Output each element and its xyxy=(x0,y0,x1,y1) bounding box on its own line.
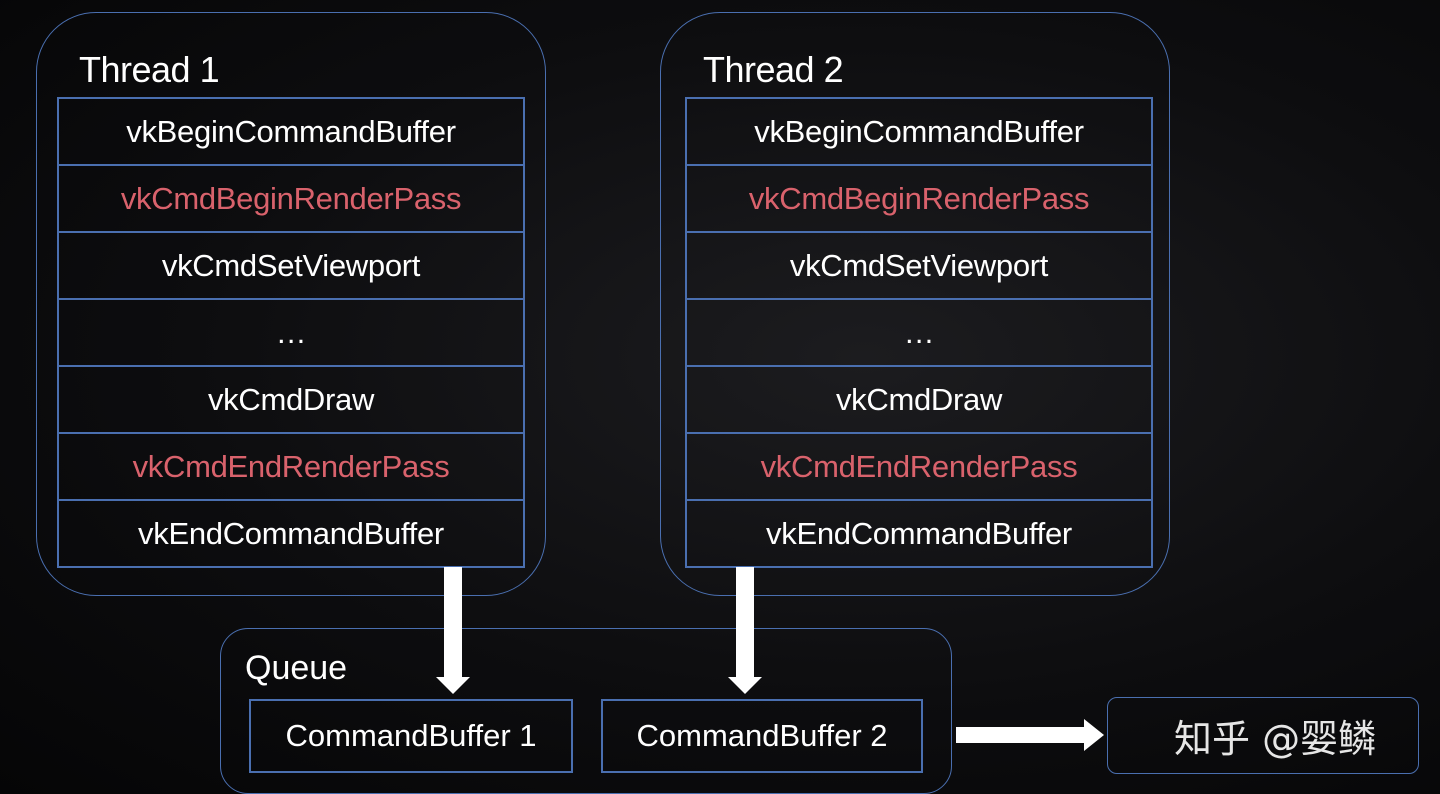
thread-2-cmd-begin-command-buffer: vkBeginCommandBuffer xyxy=(685,99,1153,166)
queue-title: Queue xyxy=(245,649,348,687)
thread-2-box: Thread 2 vkBeginCommandBuffer vkCmdBegin… xyxy=(660,12,1170,596)
gpu-target-box xyxy=(1107,697,1419,774)
arrow-queue-to-target xyxy=(956,719,1104,751)
thread-2-cmd-set-viewport: vkCmdSetViewport xyxy=(685,233,1153,300)
thread-1-command-list: vkBeginCommandBuffer vkCmdBeginRenderPas… xyxy=(57,97,525,568)
thread-1-cmd-set-viewport: vkCmdSetViewport xyxy=(57,233,525,300)
command-buffer-2: CommandBuffer 2 xyxy=(601,699,923,773)
thread-1-cmd-end-command-buffer: vkEndCommandBuffer xyxy=(57,501,525,568)
thread-1-title: Thread 1 xyxy=(79,49,220,90)
arrow-thread-1-to-queue xyxy=(436,567,470,694)
thread-1-box: Thread 1 vkBeginCommandBuffer vkCmdBegin… xyxy=(36,12,546,596)
thread-2-cmd-draw: vkCmdDraw xyxy=(685,367,1153,434)
thread-1-cmd-draw: vkCmdDraw xyxy=(57,367,525,434)
thread-2-title: Thread 2 xyxy=(703,49,844,90)
thread-1-cmd-begin-render-pass: vkCmdBeginRenderPass xyxy=(57,166,525,233)
thread-1-cmd-begin-command-buffer: vkBeginCommandBuffer xyxy=(57,99,525,166)
watermark-text: 知乎 @婴鳞 xyxy=(1174,717,1377,761)
thread-1-cmd-end-render-pass: vkCmdEndRenderPass xyxy=(57,434,525,501)
arrow-thread-2-to-queue xyxy=(728,567,762,694)
command-buffer-1: CommandBuffer 1 xyxy=(249,699,573,773)
thread-2-cmd-begin-render-pass: vkCmdBeginRenderPass xyxy=(685,166,1153,233)
thread-2-cmd-end-command-buffer: vkEndCommandBuffer xyxy=(685,501,1153,568)
thread-1-cmd-ellipsis: … xyxy=(57,300,525,367)
queue-box: Queue CommandBuffer 1 CommandBuffer 2 xyxy=(220,628,952,794)
thread-2-command-list: vkBeginCommandBuffer vkCmdBeginRenderPas… xyxy=(685,97,1153,568)
thread-2-cmd-end-render-pass: vkCmdEndRenderPass xyxy=(685,434,1153,501)
thread-2-cmd-ellipsis: … xyxy=(685,300,1153,367)
